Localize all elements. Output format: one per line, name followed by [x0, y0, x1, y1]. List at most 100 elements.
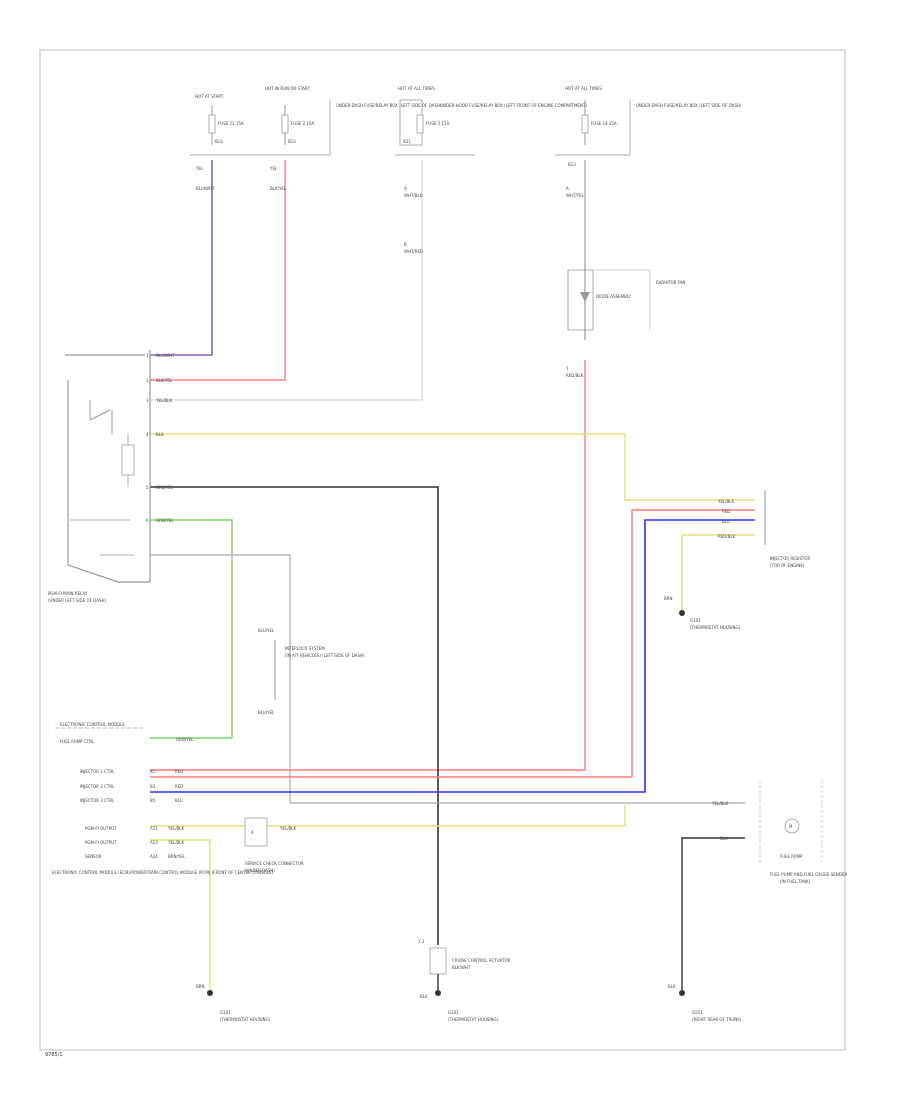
svg-text:BLU/YEL: BLU/YEL	[258, 628, 275, 633]
svg-text:BLU/WHT: BLU/WHT	[196, 186, 215, 191]
svg-text:B: B	[404, 242, 407, 247]
svg-text:YEL: YEL	[269, 166, 278, 171]
check-connector: A YEL/BLK SERVICE CHECK CONNECTOR (UNDER…	[244, 817, 304, 873]
svg-text:BLK: BLK	[156, 432, 164, 437]
svg-text:INJECTOR RESISTOR: INJECTOR RESISTOR	[770, 556, 810, 561]
motor-icon: M	[784, 818, 800, 834]
ground-icon: BRN G101 (THERMOSTAT HOUSING)	[664, 596, 741, 630]
fuse-icon: HOT AT ALL TIMES FUSE 14 15A B13	[565, 86, 617, 167]
svg-text:INJECTOR 2 CTRL: INJECTOR 2 CTRL	[80, 784, 115, 789]
svg-text:PGM-FI MAIN RELAY: PGM-FI MAIN RELAY	[48, 591, 88, 596]
injector-resistor: YEL/BLK RED BLU RED/BLK INJECTOR RESISTO…	[717, 490, 810, 568]
svg-text:G101: G101	[690, 618, 701, 623]
svg-text:3: 3	[146, 398, 149, 403]
svg-text:WHT/YEL: WHT/YEL	[566, 193, 585, 198]
svg-text:FUSE 2 10A: FUSE 2 10A	[291, 121, 314, 126]
svg-text:DIODE ASSEMBLY: DIODE ASSEMBLY	[596, 294, 632, 299]
svg-text:A: A	[566, 186, 569, 191]
svg-text:BLK: BLK	[668, 984, 676, 989]
svg-text:B21: B21	[403, 139, 411, 144]
ground-icon: BRN G101 (THERMOSTAT HOUSING)	[196, 984, 271, 1022]
svg-text:(TOP OF ENGINE): (TOP OF ENGINE)	[770, 563, 805, 568]
svg-text:FUSE 14 15A: FUSE 14 15A	[591, 121, 617, 126]
wires	[55, 160, 755, 990]
svg-text:4: 4	[146, 432, 149, 437]
svg-text:WHT/RED: WHT/RED	[404, 249, 423, 254]
svg-text:GRN/YEL: GRN/YEL	[176, 737, 194, 742]
svg-text:ELECTRONIC CONTROL MODULE: ELECTRONIC CONTROL MODULE	[60, 722, 125, 727]
ecm-mid: INJECTOR 1 CTRL B1 RED INJECTOR 2 CTRL B…	[80, 769, 183, 803]
svg-text:(UNDER LEFT SIDE OF DASH): (UNDER LEFT SIDE OF DASH)	[48, 598, 106, 603]
svg-text:BLU/YEL: BLU/YEL	[258, 710, 275, 715]
svg-text:YEL: YEL	[195, 166, 204, 171]
svg-text:RED: RED	[175, 784, 183, 789]
svg-text:5: 5	[146, 485, 149, 490]
svg-text:BLK/WHT: BLK/WHT	[452, 965, 471, 970]
svg-text:6: 6	[146, 518, 149, 523]
svg-text:CRUISE CONTROL ACTUATOR: CRUISE CONTROL ACTUATOR	[452, 958, 511, 963]
svg-text:PGM-FI OUTPUT: PGM-FI OUTPUT	[85, 826, 117, 831]
svg-text:A24: A24	[150, 854, 158, 859]
svg-text:M: M	[789, 824, 793, 829]
svg-text:A13: A13	[150, 840, 158, 845]
svg-text:UNDER-DASH FUSE/RELAY BOX (LEF: UNDER-DASH FUSE/RELAY BOX (LEFT SIDE OF …	[636, 103, 742, 108]
svg-text:(IN A/T VEHICLES) (LEFT SIDE O: (IN A/T VEHICLES) (LEFT SIDE OF DASH)	[285, 653, 365, 658]
svg-text:HOT AT ALL TIMES: HOT AT ALL TIMES	[565, 86, 602, 91]
svg-text:1 2: 1 2	[418, 939, 425, 944]
svg-text:B5: B5	[150, 798, 156, 803]
svg-text:(UNDER DASH): (UNDER DASH)	[245, 868, 275, 873]
svg-text:A: A	[404, 186, 407, 191]
svg-text:BRN/YEL: BRN/YEL	[156, 485, 174, 490]
svg-text:A: A	[251, 830, 254, 835]
svg-text:WHT/BLK: WHT/BLK	[404, 193, 423, 198]
svg-text:ELECTRONIC CONTROL MODULE (ECM: ELECTRONIC CONTROL MODULE (ECM)/POWERTRA…	[52, 870, 274, 875]
diagram-frame	[39, 49, 846, 1051]
ecm-bottom: PGM-FI OUTPUT A11 YEL/BLK PGM-FI OUTPUT …	[52, 826, 274, 875]
svg-text:B13: B13	[288, 139, 296, 144]
relay-terminals: 1 BLU/WHT 2 BLK/YEL 3 YEL/BLK 4 BLK 5 BR…	[146, 353, 175, 523]
svg-text:SENSOR: SENSOR	[85, 854, 102, 859]
svg-text:BLK: BLK	[720, 836, 728, 841]
svg-text:(IN FUEL TANK): (IN FUEL TANK)	[780, 879, 811, 884]
svg-text:INJECTOR 1 CTRL: INJECTOR 1 CTRL	[80, 769, 115, 774]
svg-text:(THERMOSTAT HOUSING): (THERMOSTAT HOUSING)	[220, 1017, 271, 1022]
fuse-icon: HOT IN RUN OR START FUSE 2 10A B13	[265, 86, 314, 145]
svg-text:RED/BLK: RED/BLK	[566, 373, 584, 378]
svg-text:B1: B1	[150, 769, 156, 774]
svg-text:BLK: BLK	[420, 994, 428, 999]
svg-text:INTERLOCK SYSTEM: INTERLOCK SYSTEM	[285, 646, 325, 651]
svg-text:G101: G101	[448, 1010, 459, 1015]
fuse-icon: HOT AT START FUSE 11 15A B13	[195, 94, 244, 145]
svg-text:BRN: BRN	[196, 984, 205, 989]
svg-text:BLK/YEL: BLK/YEL	[270, 186, 287, 191]
svg-text:1: 1	[566, 366, 569, 371]
wire-tags: YEL BLU/WHT YEL BLK/YEL A WHT/BLK B WHT/…	[195, 166, 585, 378]
svg-text:BRN: BRN	[664, 596, 673, 601]
svg-text:HOT AT START: HOT AT START	[195, 94, 224, 99]
svg-text:UNDER-DASH FUSE/RELAY BOX (LEF: UNDER-DASH FUSE/RELAY BOX (LEFT SIDE OF …	[336, 103, 442, 108]
svg-text:BLU/WHT: BLU/WHT	[156, 353, 175, 358]
svg-text:B13: B13	[568, 162, 576, 167]
relay-icon	[70, 434, 135, 556]
footer-code: 9785/1	[45, 1052, 63, 1058]
interlock: BLU/YEL INTERLOCK SYSTEM (IN A/T VEHICLE…	[258, 628, 365, 715]
svg-text:BLK/YEL: BLK/YEL	[156, 378, 173, 383]
fuse-icon: HOT AT ALL TIMES FUSE 5 15A B21	[398, 86, 449, 146]
ecm-top: ELECTRONIC CONTROL MODULE FUEL PUMP CTRL…	[60, 722, 194, 744]
svg-text:B13: B13	[215, 139, 223, 144]
svg-text:UNDER-HOOD FUSE/RELAY BOX (LEF: UNDER-HOOD FUSE/RELAY BOX (LEFT FRONT OF…	[440, 103, 587, 108]
svg-text:FUEL PUMP: FUEL PUMP	[780, 854, 803, 859]
svg-text:YEL/BLK: YEL/BLK	[717, 499, 735, 504]
svg-text:B3: B3	[150, 784, 156, 789]
svg-text:(RIGHT REAR OF TRUNK): (RIGHT REAR OF TRUNK)	[692, 1017, 742, 1022]
svg-text:SERVICE CHECK CONNECTOR: SERVICE CHECK CONNECTOR	[245, 861, 304, 866]
svg-text:FUEL PUMP AND FUEL GAUGE SENDE: FUEL PUMP AND FUEL GAUGE SENDER	[770, 872, 847, 877]
svg-text:HOT IN RUN OR START: HOT IN RUN OR START	[265, 86, 310, 91]
svg-text:YEL/BLK: YEL/BLK	[167, 840, 185, 845]
svg-text:BLU: BLU	[175, 798, 183, 803]
svg-text:RADIATOR FAN: RADIATOR FAN	[656, 280, 685, 285]
svg-text:2: 2	[146, 378, 149, 383]
svg-text:BLU: BLU	[722, 519, 730, 524]
svg-text:FUSE 5 15A: FUSE 5 15A	[426, 121, 449, 126]
